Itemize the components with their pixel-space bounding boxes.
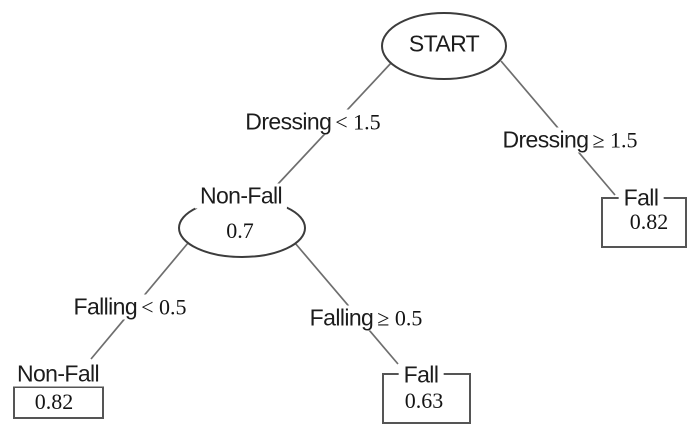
- edge-label-falling-ge: Falling ≥ 0.5: [304, 304, 428, 331]
- edge-label-feature: Falling: [73, 293, 138, 320]
- leaf-mid-label: Fall: [398, 361, 444, 388]
- edge-line-falling-ge: [294, 242, 399, 365]
- branch-node-value-text: 0.7: [226, 218, 254, 243]
- branch-node-value: 0.7: [226, 220, 254, 242]
- leaf-left-value-text: 0.82: [34, 389, 74, 414]
- leaf-left-value: 0.82: [35, 391, 74, 413]
- start-node-ellipse: [381, 12, 507, 80]
- edge-label-feature: Dressing: [502, 126, 589, 153]
- leaf-left-text: Non-Fall: [16, 360, 100, 387]
- edge-label-comparison: ≥ 1.5: [592, 127, 638, 153]
- edge-label-feature: Falling: [309, 304, 374, 331]
- leaf-left-box: [13, 386, 104, 419]
- leaf-right-value: 0.82: [630, 211, 669, 233]
- branch-node-label: Non-Fall: [194, 182, 288, 209]
- edge-label-comparison: ≥ 0.5: [377, 305, 423, 331]
- leaf-mid-value: 0.63: [405, 390, 444, 412]
- leaf-right-label: Fall: [618, 184, 664, 211]
- edge-label-comparison: < 1.5: [335, 109, 381, 135]
- leaf-mid-text: Fall: [403, 361, 439, 388]
- leaf-mid-value-text: 0.63: [404, 388, 444, 413]
- branch-node-text: Non-Fall: [199, 182, 283, 209]
- edge-label-dressing-lt: Dressing < 1.5: [240, 108, 386, 135]
- start-node-text: START: [408, 30, 480, 57]
- start-node-label: START: [408, 30, 480, 57]
- leaf-right-value-text: 0.82: [629, 209, 669, 234]
- leaf-right-text: Fall: [623, 184, 659, 211]
- edge-label-feature: Dressing: [245, 108, 332, 135]
- edge-label-falling-lt: Falling < 0.5: [68, 293, 192, 320]
- edge-label-dressing-ge: Dressing ≥ 1.5: [497, 126, 643, 153]
- edge-label-comparison: < 0.5: [141, 294, 187, 320]
- leaf-left-label: Non-Fall: [11, 360, 105, 387]
